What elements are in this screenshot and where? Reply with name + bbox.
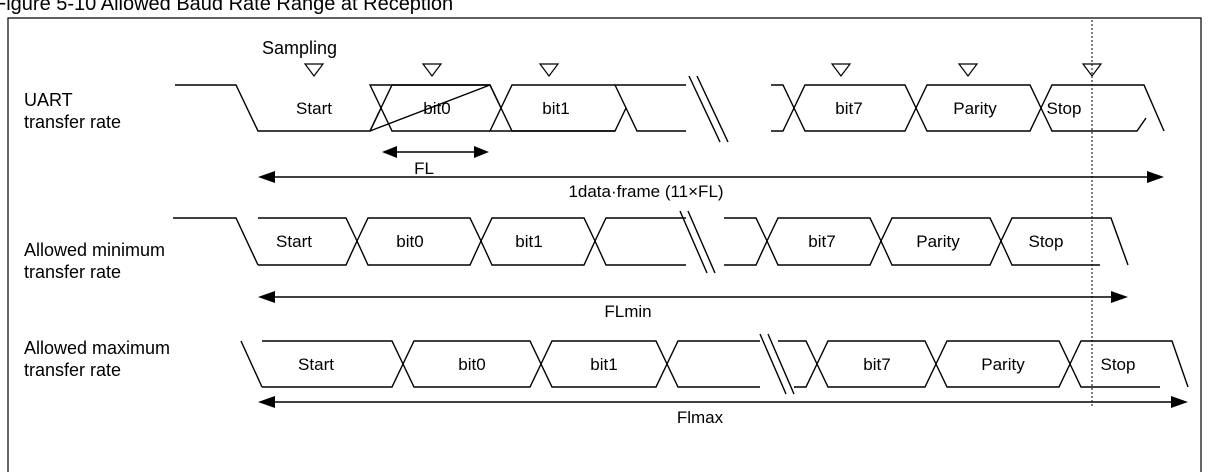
row-uart-label-line2: transfer rate — [24, 112, 121, 132]
figure-caption: Figure 5-10 Allowed Baud Rate Range at R… — [0, 0, 453, 15]
frame-span-arrow — [258, 171, 1164, 183]
row-min-seg-parity: Parity — [916, 232, 960, 251]
row-max-waveform — [240, 333, 1189, 395]
row-max-label-line1: Allowed maximum — [24, 338, 170, 358]
sampling-marker-parity — [957, 63, 979, 77]
row-max-seg-start: Start — [298, 355, 334, 374]
row-uart-seg-bit0: bit0 — [423, 99, 450, 118]
sampling-marker-bit0 — [421, 63, 443, 77]
row-min-label-line2: transfer rate — [24, 262, 121, 282]
row-min-label-line1: Allowed minimum — [24, 240, 165, 260]
row-max-seg-bit7: bit7 — [863, 355, 890, 374]
flmax-span-label: Flmax — [677, 408, 724, 427]
row-min-waveform — [173, 210, 1129, 274]
sampling-label: Sampling — [262, 38, 337, 58]
row-uart-label-line1: UART — [24, 90, 73, 110]
row-max-seg-bit1: bit1 — [590, 355, 617, 374]
row-min-seg-bit1: bit1 — [515, 232, 542, 251]
row-max-label-line2: transfer rate — [24, 360, 121, 380]
row-uart-seg-stop: Stop — [1047, 99, 1082, 118]
row-uart-seg-start: Start — [296, 99, 332, 118]
row-min-seg-stop: Stop — [1029, 232, 1064, 251]
row-min-seg-start: Start — [276, 232, 312, 251]
row-max-seg-parity: Parity — [981, 355, 1025, 374]
flmin-span-arrow — [258, 291, 1128, 303]
sampling-markers — [303, 63, 1103, 77]
row-uart-waveform — [175, 75, 1165, 143]
row-min-segment-labels: Start bit0 bit1 bit7 Parity Stop — [276, 232, 1063, 251]
sampling-marker-start — [303, 63, 325, 77]
frame-span-label: 1data·frame (11×FL) — [568, 182, 723, 201]
row-uart-seg-bit1: bit1 — [542, 99, 569, 118]
sampling-marker-bit7 — [830, 63, 852, 77]
row-min-seg-bit0: bit0 — [396, 232, 423, 251]
fl-arrow — [382, 146, 489, 158]
flmax-span-arrow — [258, 396, 1188, 408]
sampling-marker-bit1 — [538, 63, 560, 77]
row-uart-segment-labels: Start bit0 bit1 bit7 Parity Stop — [296, 99, 1081, 118]
row-uart-seg-parity: Parity — [953, 99, 997, 118]
row-max-seg-stop: Stop — [1101, 355, 1136, 374]
row-max-segment-labels: Start bit0 bit1 bit7 Parity Stop — [298, 355, 1135, 374]
row-uart-seg-bit7: bit7 — [835, 99, 862, 118]
row-max-seg-bit0: bit0 — [458, 355, 485, 374]
row-min-seg-bit7: bit7 — [808, 232, 835, 251]
figure-frame — [7, 17, 1202, 472]
fl-label: FL — [414, 159, 434, 178]
flmin-span-label: FLmin — [604, 302, 651, 321]
